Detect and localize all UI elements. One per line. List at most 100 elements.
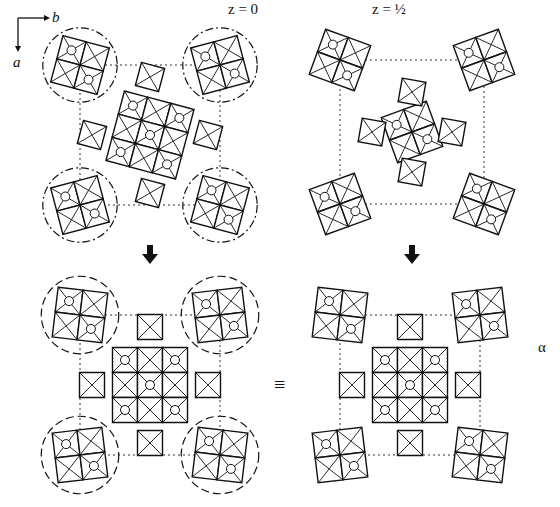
octahedron-edge (113, 373, 138, 398)
octahedron (340, 452, 368, 480)
octahedron-edge (220, 455, 242, 483)
octahedron (477, 455, 505, 483)
octahedron-edge (398, 398, 423, 423)
octahedron (52, 312, 80, 340)
octahedron-edge (214, 211, 243, 228)
octahedron (195, 427, 223, 455)
octahedron-edge (484, 204, 498, 235)
octahedron-edge (163, 373, 188, 398)
octahedron-edge (456, 373, 481, 398)
octahedron (315, 287, 343, 315)
cation-site (202, 300, 211, 309)
octahedron-edge (138, 315, 163, 340)
axis-arrowhead (44, 15, 50, 21)
octahedron-edge (340, 373, 365, 398)
octahedron-edge (58, 287, 80, 315)
cluster-circle (43, 28, 117, 102)
cation-site (487, 215, 496, 224)
structure-label: α (538, 340, 546, 355)
octahedron-edge (340, 293, 368, 315)
octahedron-edge (80, 65, 97, 94)
octahedron-edge (452, 293, 480, 315)
octahedron (138, 315, 163, 340)
octahedron (152, 150, 181, 179)
octahedron (138, 348, 163, 373)
cation-site (226, 464, 235, 473)
cation-site (90, 209, 99, 218)
octahedron-edge (318, 287, 340, 315)
cation-site (207, 186, 216, 195)
octahedron-edge (163, 348, 188, 373)
cation-site (86, 324, 95, 333)
cation-site (163, 160, 172, 169)
octahedron (484, 52, 515, 83)
octahedron-edge (373, 398, 398, 423)
octahedron-edge (480, 287, 502, 315)
octahedron (373, 373, 398, 398)
octahedron-edge (373, 348, 398, 373)
octahedron (52, 430, 80, 458)
octahedron-edge (373, 398, 398, 423)
octahedron-edge (398, 431, 423, 456)
octahedron (398, 348, 423, 373)
octahedron-edge (458, 315, 480, 343)
octahedron-edge (423, 348, 448, 373)
octahedron-edge (165, 109, 194, 126)
octahedron-edge (348, 196, 362, 227)
cation-site (128, 101, 137, 110)
cation-site (67, 46, 76, 55)
octahedron-edge (159, 150, 176, 179)
cation-site (65, 297, 74, 306)
octahedron-edge (159, 133, 188, 150)
layer-label: z = 0 (228, 2, 258, 17)
cation-site (229, 321, 238, 330)
cation-site (62, 440, 71, 449)
octahedron-edge (476, 212, 507, 226)
octahedron-edge (220, 188, 249, 205)
octahedron-edge (398, 162, 426, 181)
octahedron (55, 455, 83, 483)
octahedron-edge (195, 290, 217, 318)
cation-site (381, 406, 390, 415)
cation-site (320, 192, 329, 201)
octahedron (220, 430, 248, 458)
octahedron-edge (398, 82, 426, 101)
octahedron-edge (74, 71, 103, 88)
octahedron-edge (398, 373, 423, 398)
octahedron-edge (58, 455, 80, 483)
octahedron-edge (138, 373, 163, 398)
cation-site (89, 461, 98, 470)
cation-site (146, 131, 155, 140)
octahedron (220, 59, 249, 88)
octahedron-edge (80, 315, 102, 343)
octahedron (163, 348, 188, 373)
octahedron (80, 199, 109, 228)
octahedron-edge (80, 427, 102, 455)
octahedron-edge (113, 348, 138, 373)
octahedron-edge (398, 431, 423, 456)
octahedron-edge (398, 315, 423, 340)
octahedron-edge (152, 156, 181, 173)
octahedron-edge (226, 59, 243, 88)
octahedron-edge (55, 430, 77, 458)
octahedron-edge (318, 455, 340, 483)
octahedron (373, 398, 398, 423)
octahedron (398, 373, 423, 398)
transform-arrow (404, 245, 420, 264)
octahedron-edge (315, 290, 343, 312)
octahedron (192, 452, 220, 480)
axis-line (17, 18, 18, 46)
cation-site (116, 148, 125, 157)
octahedron-edge (83, 452, 105, 480)
octahedron-edge (452, 455, 480, 477)
octahedron (423, 373, 448, 398)
cell-outline (340, 60, 484, 204)
cation-site (406, 381, 415, 390)
octahedron-edge (332, 68, 363, 82)
cation-site (431, 356, 440, 365)
octahedron (138, 431, 163, 456)
octahedron-edge (220, 65, 249, 82)
cluster-circle (183, 168, 257, 242)
structure-panel (309, 29, 515, 235)
